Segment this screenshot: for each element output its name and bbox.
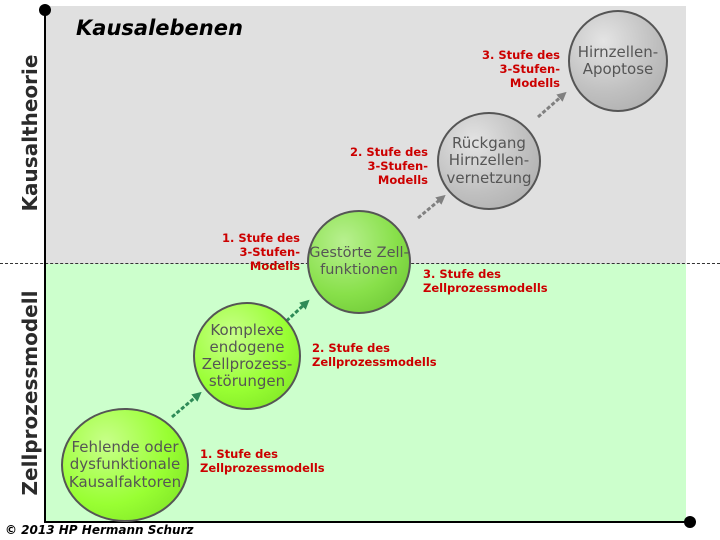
- step-label-theory-2: 2. Stufe des 3-Stufen-Modells: [349, 145, 428, 187]
- step-label-cell-2: 2. Stufe des Zellprozessmodells: [312, 341, 437, 369]
- arrow-node1-to-node2: [171, 391, 202, 419]
- arrow-node3-to-node4: [417, 194, 446, 220]
- step-label-theory-1: 1. Stufe des 3-Stufen-Modells: [221, 231, 300, 273]
- step-label-theory-3: 3. Stufe des 3-Stufen-Modells: [481, 48, 560, 90]
- arrow-node2-to-node3: [280, 299, 310, 327]
- node-kausalfaktoren: Fehlende oder dysfunktionale Kausalfakto…: [61, 408, 189, 522]
- horizontal-axis-end-dot: [684, 516, 696, 528]
- step-label-cell-3: 3. Stufe des Zellprozessmodells: [423, 267, 548, 295]
- vertical-axis: [44, 14, 46, 522]
- copyright-notice: © 2013 HP Hermann Schurz: [5, 523, 194, 537]
- arrow-node4-to-node5: [537, 91, 567, 119]
- vertical-axis-end-dot: [39, 4, 51, 16]
- horizontal-axis: [44, 521, 690, 523]
- node-hirnzellen-apoptose: Hirnzellen- Apoptose: [568, 10, 668, 112]
- node-zellprozessstoerungen: Komplexe endogene Zellprozess- störungen: [193, 302, 301, 410]
- diagram-title: Kausalebenen: [76, 16, 243, 40]
- step-label-cell-1: 1. Stufe des Zellprozessmodells: [200, 447, 325, 475]
- node-gestoerte-zellfunktionen: Gestörte Zell- funktionen: [307, 210, 411, 314]
- node-hirnzellenvernetzung: Rückgang Hirnzellen- vernetzung: [437, 112, 541, 210]
